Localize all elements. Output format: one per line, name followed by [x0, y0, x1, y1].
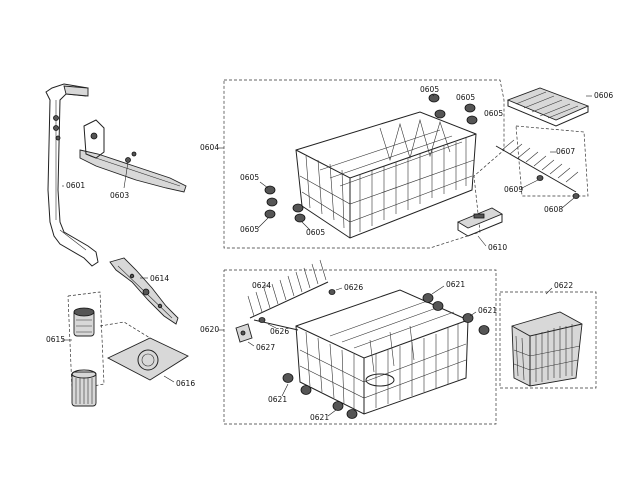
lower-spray-arm-part: [109, 257, 179, 325]
label-0604: 0604: [200, 143, 219, 152]
tine-clip-part: [536, 175, 580, 199]
label-0627: 0627: [256, 343, 275, 352]
label-0610: 0610: [488, 243, 507, 252]
upper-rack-wheels-left: [264, 185, 306, 223]
fine-filter-plate-part: [99, 321, 189, 381]
lower-rack-wheels: [282, 293, 490, 419]
filter-part: [71, 307, 97, 407]
label-0605-a: 0605: [420, 85, 439, 94]
label-0605-d: 0605: [240, 173, 259, 182]
supply-tube-part: [45, 83, 99, 267]
label-0621-d: 0621: [310, 413, 329, 422]
label-0620: 0620: [200, 325, 219, 334]
label-0603: 0603: [110, 191, 129, 200]
label-0626-b: 0626: [270, 327, 289, 336]
cutlery-basket-part: [511, 311, 583, 387]
lower-rack-part: [295, 289, 469, 415]
label-0605-c: 0605: [484, 109, 503, 118]
folding-tine-row-part: [495, 139, 579, 193]
label-0621-a: 0621: [446, 280, 465, 289]
label-0607: 0607: [556, 147, 575, 156]
label-0614: 0614: [150, 274, 169, 283]
label-0608: 0608: [544, 205, 563, 214]
label-0605-e: 0605: [240, 225, 259, 234]
upper-rack-wheels-top: [428, 93, 478, 125]
cup-shelf-part: [506, 87, 590, 127]
label-0606: 0606: [594, 91, 613, 100]
label-0616: 0616: [176, 379, 195, 388]
rack-adjuster-part: [457, 207, 503, 237]
label-0609: 0609: [504, 185, 523, 194]
upper-spray-arm-part: [79, 119, 187, 193]
label-0626-a: 0626: [344, 283, 363, 292]
label-0601: 0601: [66, 181, 85, 190]
label-0621-c: 0621: [268, 395, 287, 404]
label-0605-f: 0605: [306, 228, 325, 237]
upper-rack-part: [295, 111, 477, 239]
tine-holder-part: [235, 323, 253, 343]
tine-pivot-part: [258, 289, 336, 323]
label-0615: 0615: [46, 335, 65, 344]
label-0622: 0622: [554, 281, 573, 290]
label-0624: 0624: [252, 281, 271, 290]
label-0605-b: 0605: [456, 93, 475, 102]
label-0621-b: 0621: [478, 306, 497, 315]
